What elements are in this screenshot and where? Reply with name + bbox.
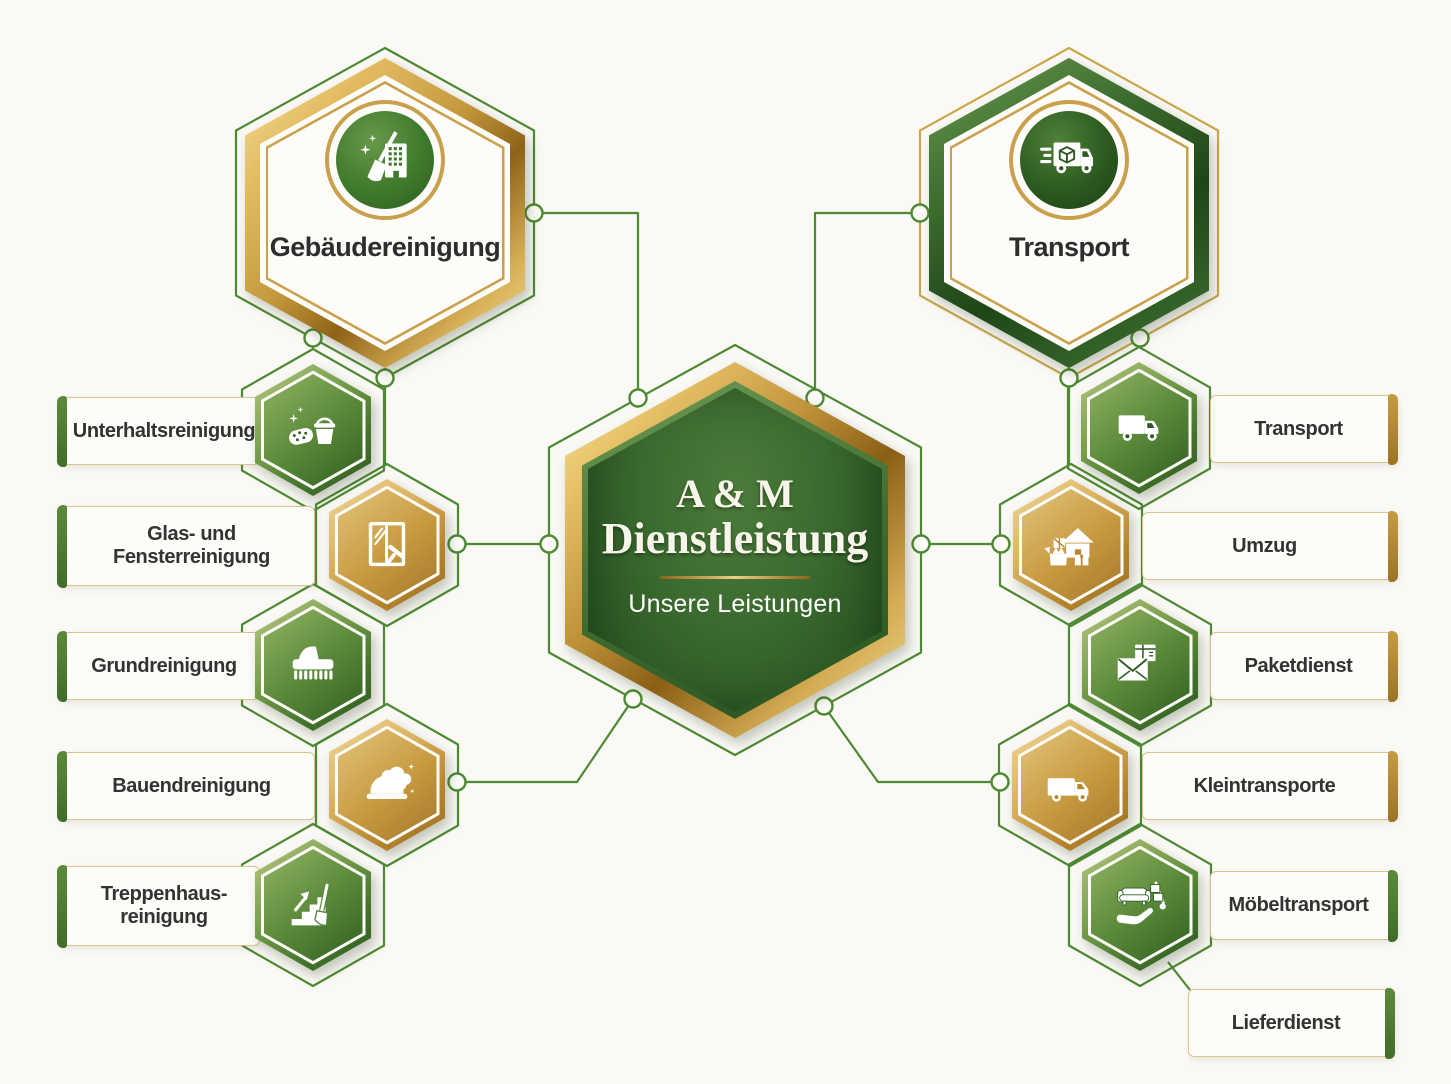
- label-bauendreinigung: Bauendreinigung: [57, 750, 315, 822]
- label-text: Transport: [1254, 417, 1343, 440]
- service-hex-grundreinigung: [255, 599, 371, 731]
- branch-hex-transport: Transport: [929, 58, 1209, 368]
- service-hex-bauendreinigung: [329, 719, 445, 851]
- center-hex: A & M Dienstleistung Unsere Leistungen: [565, 362, 905, 738]
- label-transport: Transport: [1210, 393, 1398, 465]
- service-hex-unterhaltsreinigung: [255, 364, 371, 496]
- branch-icon-circle: [1009, 100, 1129, 220]
- scrub-brush-icon: [292, 646, 334, 680]
- branch-hex-gebaeudereinigung: Gebäudereinigung: [245, 58, 525, 368]
- label-text: Bauendreinigung: [112, 774, 271, 797]
- sofa-handtruck-icon: [1116, 881, 1166, 925]
- label-text: Kleintransporte: [1193, 774, 1336, 797]
- van-icon: [1047, 778, 1089, 802]
- service-hex-paketdienst: [1082, 599, 1198, 731]
- center-subtitle: Unsere Leistungen: [628, 590, 842, 619]
- service-hex-moebeltransport: [1082, 839, 1198, 971]
- envelope-parcel-icon: [1117, 644, 1156, 681]
- hex-green-interior: [588, 388, 882, 712]
- label-unterhaltsreinigung: Unterhaltsreinigung: [57, 395, 260, 467]
- hard-hat-icon: [366, 763, 415, 800]
- service-hex-umzug: [1013, 479, 1129, 611]
- fast-delivery-truck-icon: [1040, 142, 1093, 174]
- label-text: Unterhaltsreinigung: [72, 419, 256, 442]
- label-text: Treppenhaus- reinigung: [100, 883, 228, 928]
- window-squeegee-icon: [368, 521, 406, 567]
- label-lieferdienst: Lieferdienst: [1188, 987, 1395, 1059]
- house-boxes-icon: [1044, 528, 1094, 566]
- company-name-line1: A & M: [676, 470, 794, 516]
- label-text: Grundreinigung: [91, 654, 237, 677]
- stairs-broom-icon: [291, 883, 330, 927]
- label-grundreinigung: Grundreinigung: [57, 630, 260, 702]
- branch-label-transport: Transport: [1008, 232, 1130, 262]
- service-hex-glas-fensterreinigung: [329, 479, 445, 611]
- label-treppenhausreinigung: Treppenhaus- reinigung: [57, 864, 260, 948]
- label-umzug: Umzug: [1142, 510, 1398, 582]
- service-hex-kleintransporte: [1012, 719, 1128, 851]
- label-moebeltransport: Möbeltransport: [1210, 869, 1398, 942]
- box-truck-icon: [1118, 415, 1159, 441]
- broom-building-icon: [360, 131, 407, 182]
- label-text: Umzug: [1232, 534, 1297, 557]
- branch-label-gebaeudereinigung: Gebäudereinigung: [269, 232, 501, 262]
- label-glas-fensterreinigung: Glas- und Fensterreinigung: [57, 504, 315, 588]
- company-name-line2: Dienstleistung: [601, 513, 869, 563]
- gold-divider: [660, 576, 810, 580]
- label-text: Möbeltransport: [1228, 894, 1369, 917]
- branch-icon-circle: [325, 100, 445, 220]
- label-kleintransporte: Kleintransporte: [1142, 750, 1398, 822]
- label-text: Paketdienst: [1244, 654, 1353, 677]
- label-text: Lieferdienst: [1231, 1011, 1341, 1034]
- service-hex-transport: [1081, 362, 1197, 494]
- label-text: Glas- und Fensterreinigung: [113, 523, 270, 568]
- service-hex-treppenhausreinigung: [255, 839, 371, 971]
- sponge-bucket-icon: [289, 406, 336, 445]
- label-paketdienst: Paketdienst: [1210, 630, 1398, 702]
